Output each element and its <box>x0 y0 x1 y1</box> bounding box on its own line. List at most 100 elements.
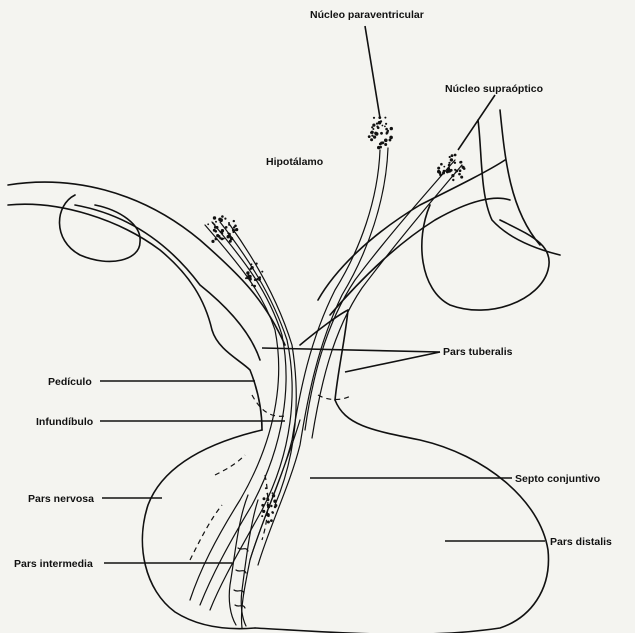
nucleus-dot <box>389 139 391 141</box>
nucleus-dot <box>385 128 388 131</box>
nucleus-dot <box>456 170 459 173</box>
nucleus-dot <box>261 504 264 507</box>
label-infundibulum: Infundíbulo <box>36 416 93 428</box>
nucleus-dot <box>459 169 462 172</box>
nucleus-dot <box>233 220 235 222</box>
nucleus-dots <box>207 116 465 523</box>
nucleus-dot <box>251 266 254 269</box>
nucleus-dot <box>460 161 463 164</box>
nucleus-dot <box>267 499 270 502</box>
nucleus-dot <box>454 162 456 164</box>
nucleus-dot <box>374 132 377 135</box>
label-pars-distalis: Pars distalis <box>550 536 612 548</box>
nucleus-dot <box>448 164 451 167</box>
label-hypothalamus: Hipotálamo <box>266 156 323 168</box>
nucleus-dot <box>452 179 454 181</box>
fiber-dash-2 <box>190 505 222 560</box>
nucleus-dot <box>213 216 216 219</box>
nucleus-dot <box>267 521 270 524</box>
labels: Núcleo paraventricular Núcleo supraóptic… <box>14 9 612 570</box>
nucleus-dot <box>454 154 457 157</box>
fiber-r4 <box>312 165 462 438</box>
nucleus-dot <box>371 135 373 137</box>
nucleus-dot <box>215 230 218 233</box>
left-bulb <box>59 195 140 261</box>
nucleus-dot <box>221 215 224 218</box>
nucleus-dot <box>448 162 450 164</box>
nucleus-dot <box>215 238 218 241</box>
label-supraoptic: Núcleo supraóptico <box>445 83 543 95</box>
nucleus-dot <box>449 156 451 158</box>
nucleus-dot <box>267 505 270 508</box>
pedicle-right <box>300 310 348 400</box>
nucleus-dot <box>247 274 249 276</box>
label-pars-intermedia: Pars intermedia <box>14 558 93 570</box>
nucleus-dot <box>262 510 265 513</box>
nucleus-dot <box>273 500 276 503</box>
nucleus-dot <box>214 226 217 229</box>
nucleus-dot <box>458 173 461 176</box>
nucleus-dot <box>384 126 386 128</box>
nucleus-dot <box>256 263 258 265</box>
nucleus-dot <box>450 169 453 172</box>
leader-supraoptic <box>458 95 495 150</box>
fiber-dash-1 <box>215 455 245 475</box>
nucleus-dot <box>228 233 231 236</box>
nucleus-dot <box>446 170 449 173</box>
nucleus-dot <box>266 493 268 495</box>
nucleus-dot <box>386 131 389 134</box>
label-paraventricular: Núcleo paraventricular <box>310 9 424 21</box>
nucleus-dot <box>371 126 373 128</box>
nucleus-dot <box>272 512 274 514</box>
nucleus-dot <box>245 277 247 279</box>
nucleus-dot <box>443 166 445 168</box>
nucleus-dot <box>230 237 233 240</box>
leader-paraventricular <box>365 26 380 118</box>
nucleus-dot <box>451 154 454 157</box>
nucleus-dot <box>450 158 453 161</box>
nucleus-dot <box>372 124 375 127</box>
nucleus-dot <box>258 276 261 279</box>
nucleus-dot <box>229 240 232 243</box>
nucleus-dot <box>256 278 258 280</box>
fiber-bundles <box>190 148 462 610</box>
nucleus-dot <box>376 126 378 128</box>
nucleus-dot <box>440 163 443 166</box>
nucleus-dot <box>460 176 463 179</box>
nucleus-dot <box>207 223 209 225</box>
nucleus-dot <box>223 238 225 240</box>
leader-tuberalis-2 <box>345 352 440 372</box>
nucleus-dot <box>274 504 277 507</box>
nucleus-dot <box>270 519 273 522</box>
nucleus-dot <box>384 143 387 146</box>
nucleus-dot <box>384 117 386 119</box>
nucleus-dot <box>270 505 272 507</box>
nucleus-dot <box>377 146 380 149</box>
nucleus-dot <box>272 492 274 494</box>
nucleus-dot <box>272 494 275 497</box>
right-upper-curve <box>318 160 505 300</box>
paraventricular-dots <box>368 116 393 149</box>
nucleus-dot <box>373 117 375 119</box>
nucleus-dot <box>380 142 383 145</box>
nucleus-dot <box>442 172 445 175</box>
nucleus-dot <box>220 218 223 221</box>
tract-dots <box>245 263 263 288</box>
label-pedicle: Pedículo <box>48 376 92 388</box>
nucleus-dot <box>228 224 230 226</box>
nucleus-dot <box>215 221 217 223</box>
nucleus-dot <box>251 284 253 286</box>
nucleus-dot <box>370 138 373 141</box>
nucleus-dot <box>251 263 253 265</box>
nucleus-dot <box>225 226 228 229</box>
nucleus-dot <box>439 173 442 176</box>
nucleus-dot <box>224 218 226 220</box>
nucleus-dot <box>368 135 371 138</box>
nucleus-dot <box>235 228 238 231</box>
pars-distalis-outline <box>255 400 548 633</box>
nucleus-dot <box>261 515 263 517</box>
label-pars-nervosa: Pars nervosa <box>28 493 94 505</box>
nucleus-dot <box>382 125 384 127</box>
